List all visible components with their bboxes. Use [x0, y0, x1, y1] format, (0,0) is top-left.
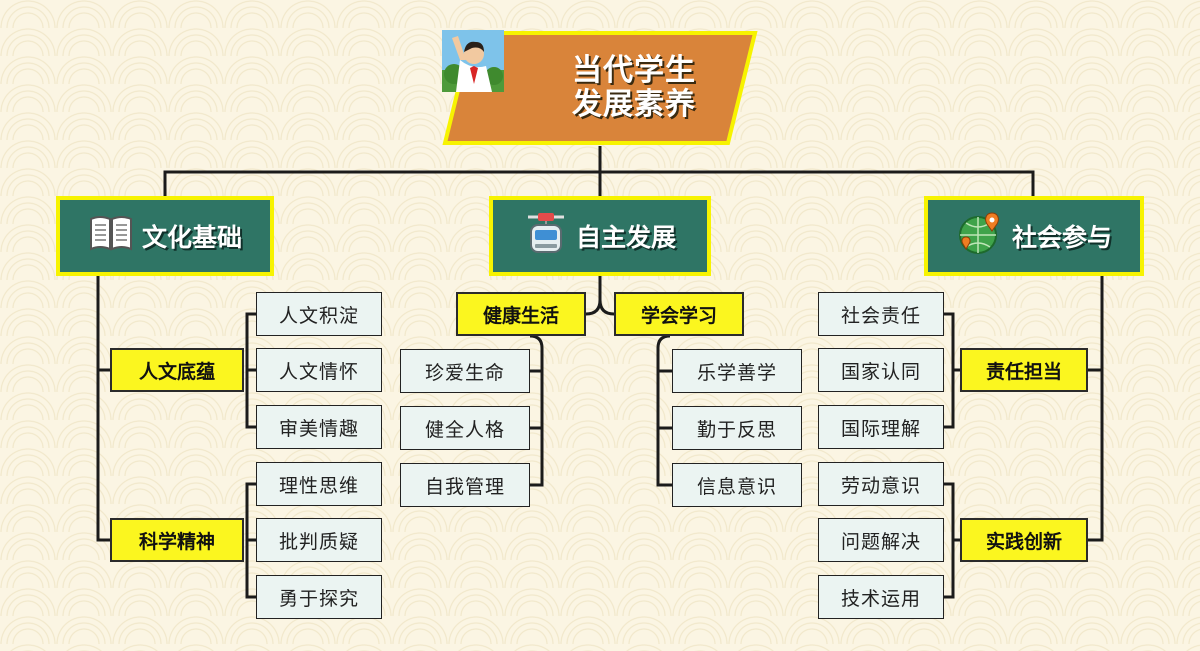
item-aesthetic-taste: 审美情趣 — [256, 405, 382, 449]
branch-cultural-foundation: 文化基础 — [56, 196, 274, 276]
subgroup-humanistic-heritage: 人文底蕴 — [110, 348, 244, 392]
subgroup-responsibility: 责任担当 — [960, 348, 1088, 392]
branch-social-participation: 社会参与 — [924, 196, 1144, 276]
item-social-responsibility: 社会责任 — [818, 292, 944, 336]
globe-location-icon — [956, 209, 1004, 263]
item-humanistic-accumulation: 人文积淀 — [256, 292, 382, 336]
open-book-icon — [88, 213, 134, 259]
branch-title: 自主发展 — [575, 223, 676, 252]
item-labor-awareness: 劳动意识 — [818, 462, 944, 506]
item-critical-questioning: 批判质疑 — [256, 518, 382, 562]
root-node: 当代学生 发展素养 — [442, 30, 758, 146]
branch-self-development: 自主发展 — [489, 196, 711, 276]
item-international-understanding: 国际理解 — [818, 405, 944, 449]
root-parallelogram — [442, 31, 758, 145]
item-information-awareness: 信息意识 — [672, 463, 802, 507]
root-title: 当代学生 发展素养 — [572, 53, 696, 122]
item-self-management: 自我管理 — [400, 463, 530, 507]
subgroup-scientific-spirit: 科学精神 — [110, 518, 244, 562]
subgroup-learning-to-learn: 学会学习 — [614, 292, 744, 336]
branch-title: 文化基础 — [141, 223, 242, 252]
branch-title: 社会参与 — [1011, 223, 1112, 252]
item-diligent-reflection: 勤于反思 — [672, 406, 802, 450]
subgroup-practice-innovation: 实践创新 — [960, 518, 1088, 562]
item-technology-application: 技术运用 — [818, 575, 944, 619]
item-enjoy-learning: 乐学善学 — [672, 349, 802, 393]
cable-car-icon — [524, 211, 568, 261]
item-humanistic-sentiment: 人文情怀 — [256, 348, 382, 392]
item-problem-solving: 问题解决 — [818, 518, 944, 562]
item-sound-personality: 健全人格 — [400, 406, 530, 450]
item-cherish-life: 珍爱生命 — [400, 349, 530, 393]
item-rational-thinking: 理性思维 — [256, 462, 382, 506]
item-brave-exploration: 勇于探究 — [256, 575, 382, 619]
item-national-identity: 国家认同 — [818, 348, 944, 392]
student-avatar-icon — [442, 30, 566, 119]
subgroup-healthy-living: 健康生活 — [456, 292, 586, 336]
